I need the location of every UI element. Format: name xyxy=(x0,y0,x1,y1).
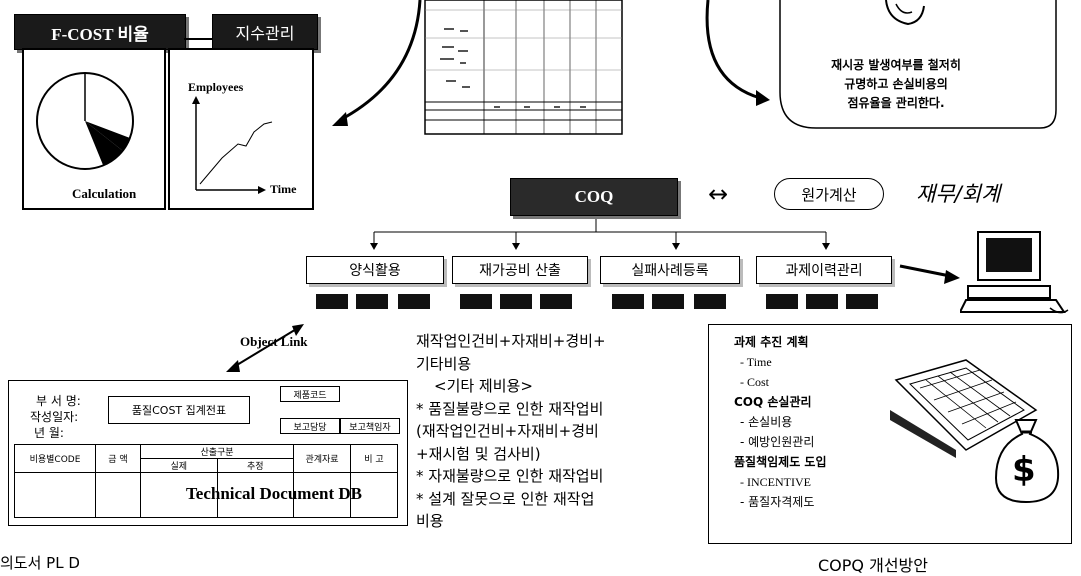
form-col-ref: 관계자료 xyxy=(293,444,351,473)
module-block xyxy=(612,294,644,309)
calculator-icon xyxy=(890,359,1038,458)
form-table: 비용별CODE 금 액 산출구분 관계자료 비 고 실제 추정 xyxy=(14,444,398,518)
qualification-item: - 품질자격제도 xyxy=(740,495,815,509)
plan-items: 과제 추진 계획 - Time - Cost COQ 손실관리 - 손실비용 -… xyxy=(734,332,827,512)
bottom-left-caption: 의도서 PL D xyxy=(0,554,80,572)
form-col-amount: 금 액 xyxy=(95,444,141,473)
form-col-code: 비용별CODE xyxy=(14,444,96,473)
plan-time: - Time xyxy=(740,355,772,369)
finance-label: 재무/회계 xyxy=(916,182,1001,206)
fcost-pie-chart xyxy=(36,72,134,170)
module-block xyxy=(356,294,388,309)
rework-line-4: * 품질불량으로 인한 재작업비 xyxy=(416,399,604,418)
form-col-note: 비 고 xyxy=(350,444,398,473)
money-bag-icon xyxy=(994,419,1060,504)
module-block xyxy=(652,294,684,309)
rework-line-1: 재작업인건비+자재비+경비+ xyxy=(416,332,606,350)
quality-resp-heading: 품질책임제도 도입 xyxy=(734,455,827,469)
computer-icon xyxy=(960,231,1069,314)
form-product-code: 제품코드 xyxy=(280,386,340,402)
callout-line-2: 규명하고 손실비용의 xyxy=(844,77,948,91)
module-task-history: 과제이력관리 xyxy=(756,256,892,284)
form-dept-label: 부 서 명: xyxy=(36,394,81,408)
object-link-label: Object Link xyxy=(240,334,308,349)
module-block xyxy=(806,294,838,309)
index-x-label: Time xyxy=(270,182,297,196)
index-y-label: Employees xyxy=(188,80,244,94)
module-block xyxy=(500,294,532,309)
prevention-item: - 예방인원관리 xyxy=(740,435,815,449)
callout-line-3: 점유율을 관리한다. xyxy=(847,96,945,110)
module-block xyxy=(540,294,572,309)
technical-db-label: Technical Document DB xyxy=(186,484,362,503)
module-block xyxy=(694,294,726,309)
index-line-chart xyxy=(192,96,273,194)
form-col-calc: 산출구분 xyxy=(140,444,294,459)
rework-cost-text: 재작업인건비+자재비+경비+ 기타비용 <기타 제비용> * 품질불량으로 인한… xyxy=(416,330,606,533)
callout-note: 재시공 발생여부를 철저히 규명하고 손실비용의 점유율을 관리한다. xyxy=(808,56,984,113)
module-block xyxy=(460,294,492,309)
form-approver: 보고책임자 xyxy=(340,418,400,434)
coq-box: COQ xyxy=(510,178,678,216)
person-icon xyxy=(885,0,925,26)
rework-line-7: * 자재불량으로 인한 재작업비 xyxy=(416,467,604,485)
plan-heading: 과제 추진 계획 xyxy=(734,335,809,349)
callout-frame xyxy=(779,0,1057,129)
module-block xyxy=(398,294,430,309)
form-date-label: 작성일자: xyxy=(30,410,79,424)
dollar-sign: $ xyxy=(1012,450,1036,490)
form-reporter: 보고담당 xyxy=(280,418,340,434)
module-failure-register: 실패사례등록 xyxy=(600,256,740,284)
module-block xyxy=(766,294,798,309)
loss-cost-item: - 손실비용 xyxy=(740,415,793,429)
module-block xyxy=(316,294,348,309)
rework-line-6: +재시험 및 검사비) xyxy=(416,444,541,463)
rework-line-8: * 설계 잘못으로 인한 재작업 xyxy=(416,489,595,508)
incentive-item: - INCENTIVE xyxy=(740,475,811,489)
coq-loss-heading: COQ 손실관리 xyxy=(734,395,812,409)
plan-cost: - Cost xyxy=(740,375,770,389)
rework-line-5: (재작업인건비+자재비+경비 xyxy=(416,422,599,440)
rework-line-3: <기타 제비용> xyxy=(434,377,533,395)
index-title-tab: 지수관리 xyxy=(212,14,318,50)
fcost-caption: Calculation xyxy=(72,186,137,201)
form-title-box: 품질COST 집계전표 xyxy=(108,396,250,424)
form-col-actual: 실제 xyxy=(140,458,218,473)
module-block xyxy=(846,294,878,309)
index-panel xyxy=(168,48,314,210)
fcost-title-tab: F-COST 비율 xyxy=(14,14,186,50)
improvement-plan-box xyxy=(708,324,1072,544)
copq-caption: COPQ 개선방안 xyxy=(818,556,928,575)
rework-line-9: 비용 xyxy=(416,512,444,530)
module-form-usage: 양식활용 xyxy=(306,256,444,284)
rework-line-2: 기타비용 xyxy=(416,354,472,373)
module-rework-cost: 재가공비 산출 xyxy=(452,256,588,284)
spreadsheet-thumbnail xyxy=(424,0,623,135)
cost-calc-oval: 원가계산 xyxy=(774,178,884,210)
callout-line-1: 재시공 발생여부를 철저히 xyxy=(831,58,961,72)
panel-connector xyxy=(184,38,214,40)
form-col-estimate: 추정 xyxy=(216,458,294,473)
bidirectional-arrow: ↔ xyxy=(708,180,729,208)
form-yearmonth-label: 년 월: xyxy=(34,426,64,440)
